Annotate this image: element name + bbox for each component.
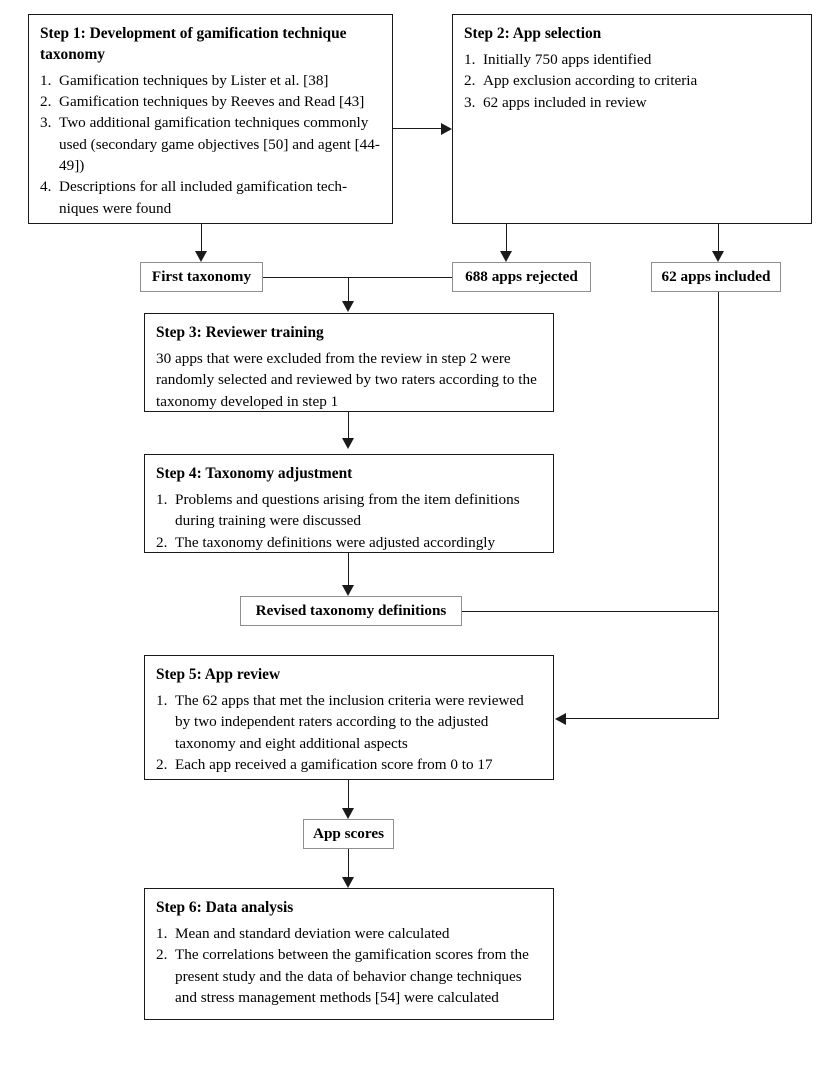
step5-title: Step 5: App review [156, 666, 281, 683]
connector-step5-to-app-scores [348, 780, 349, 808]
list-item: 1. Gamification techniques by Lister et a… [40, 70, 381, 91]
list-item-number: 2. [464, 72, 476, 90]
connector-step3-to-step4 [348, 412, 349, 438]
arrow-down-icon [342, 301, 354, 312]
list-item-text: 62 apps included in review [483, 93, 647, 111]
connector-apps-included-to-step5 [718, 292, 719, 719]
list-item-text: Two additional gamification techniques c… [59, 114, 380, 174]
arrow-left-icon [555, 712, 566, 725]
list-item: 1. Mean and standard deviation were calcu… [156, 923, 542, 944]
arrow-right-icon [441, 122, 452, 135]
step5-item-list: 1. The 62 apps that met the inclusion cri… [156, 690, 542, 775]
list-item: 2. Each app received a gamification score… [156, 754, 542, 775]
arrow-down-icon [500, 251, 512, 262]
app-scores-text: App scores [312, 825, 385, 842]
connector-step4-to-revised-taxonomy [348, 553, 349, 585]
list-item: 3. 62 apps included in review [464, 92, 800, 113]
list-item-number: 2. [156, 946, 168, 964]
list-item-text: Mean and standard deviation were calcula… [175, 924, 450, 942]
list-item: 4. Descriptions for all included gamifica… [40, 176, 381, 219]
step3-box: Step 3: Reviewer training 30 apps that w… [144, 313, 554, 412]
step4-box: Step 4: Taxonomy adjustment 1. Problems a… [144, 454, 554, 553]
revised-taxonomy-label: Revised taxonomy definitions [240, 596, 462, 626]
step5-box: Step 5: App review 1. The 62 apps that me… [144, 655, 554, 780]
app-scores-label: App scores [303, 819, 394, 849]
list-item: 2. App exclusion according to criteria [464, 70, 800, 91]
list-item-text: Gamification techniques by Lister et al.… [59, 71, 329, 89]
step2-item-list: 1. Initially 750 apps identified 2. App ex… [464, 49, 800, 113]
step3-paragraph: 30 apps that were excluded from the revi… [156, 349, 537, 410]
arrow-down-icon [342, 877, 354, 888]
list-item-number: 2. [156, 533, 168, 551]
connector-step1-to-step2 [393, 128, 441, 129]
list-item-number: 1. [156, 490, 168, 508]
list-item-text: The taxonomy definitions were adjusted a… [175, 533, 496, 551]
connector-into-step5 [566, 718, 719, 719]
list-item-number: 3. [40, 114, 52, 132]
list-item-text: Each app received a gamification score f… [175, 755, 493, 773]
step1-item-list: 1. Gamification techniques by Lister et a… [40, 70, 381, 219]
arrow-down-icon [342, 438, 354, 449]
apps-rejected-text: 688 apps rejected [465, 268, 578, 285]
list-item-number: 1. [464, 50, 476, 68]
step2-box: Step 2: App selection 1. Initially 750 ap… [452, 14, 812, 224]
list-item-text: The correlations between the gamificatio… [175, 946, 529, 1006]
list-item: 1. The 62 apps that met the inclusion cri… [156, 690, 542, 754]
apps-rejected-label: 688 apps rejected [452, 262, 591, 292]
list-item-text: Gamification techniques by Reeves and Re… [59, 93, 365, 111]
arrow-down-icon [195, 251, 207, 262]
list-item-number: 2. [156, 755, 168, 773]
list-item-number: 3. [464, 93, 476, 111]
list-item: 3. Two additional gamification techniques… [40, 112, 381, 176]
apps-included-text: 62 apps included [661, 268, 771, 285]
apps-included-label: 62 apps included [651, 262, 781, 292]
connector-taxonomy-rejected-join [263, 277, 452, 278]
step6-box: Step 6: Data analysis 1. Mean and standar… [144, 888, 554, 1020]
list-item-text: Descriptions for all included gamificati… [59, 178, 348, 217]
list-item-number: 4. [40, 178, 52, 196]
list-item: 2. Gamification techniques by Reeves and … [40, 91, 381, 112]
connector-step2-to-apps-included [718, 224, 719, 251]
arrow-down-icon [342, 585, 354, 596]
revised-taxonomy-text: Revised taxonomy definitions [255, 602, 447, 619]
first-taxonomy-label: First taxonomy [140, 262, 263, 292]
connector-step1-to-first-taxonomy [201, 224, 202, 251]
step4-title: Step 4: Taxonomy adjustment [156, 465, 353, 482]
step1-title: Step 1: Development of gamification tech… [40, 25, 347, 63]
list-item-number: 1. [156, 924, 168, 942]
list-item: 2. The correlations between the gamificat… [156, 944, 542, 1008]
arrow-down-icon [342, 808, 354, 819]
connector-app-scores-to-step6 [348, 849, 349, 877]
step3-title: Step 3: Reviewer training [156, 324, 324, 341]
step2-title: Step 2: App selection [464, 25, 602, 42]
list-item: 1. Problems and questions arising from th… [156, 489, 542, 532]
step4-item-list: 1. Problems and questions arising from th… [156, 489, 542, 553]
list-item: 2. The taxonomy definitions were adjusted… [156, 532, 542, 553]
step1-box: Step 1: Development of gamification tech… [28, 14, 393, 224]
list-item-text: Initially 750 apps identified [483, 50, 652, 68]
list-item-text: App exclusion according to criteria [483, 72, 698, 90]
connector-join-to-step3 [348, 277, 349, 301]
list-item: 1. Initially 750 apps identified [464, 49, 800, 70]
list-item-text: The 62 apps that met the inclusion crite… [175, 691, 524, 752]
first-taxonomy-text: First taxonomy [151, 268, 252, 285]
connector-revised-taxonomy-to-rail [462, 611, 719, 612]
step6-item-list: 1. Mean and standard deviation were calcu… [156, 923, 542, 1008]
connector-step2-to-apps-rejected [506, 224, 507, 251]
list-item-number: 2. [40, 93, 52, 111]
list-item-number: 1. [40, 71, 52, 89]
list-item-text: Problems and questions arising from the … [175, 490, 520, 530]
list-item-number: 1. [156, 691, 168, 709]
step6-title: Step 6: Data analysis [156, 899, 294, 916]
arrow-down-icon [712, 251, 724, 262]
